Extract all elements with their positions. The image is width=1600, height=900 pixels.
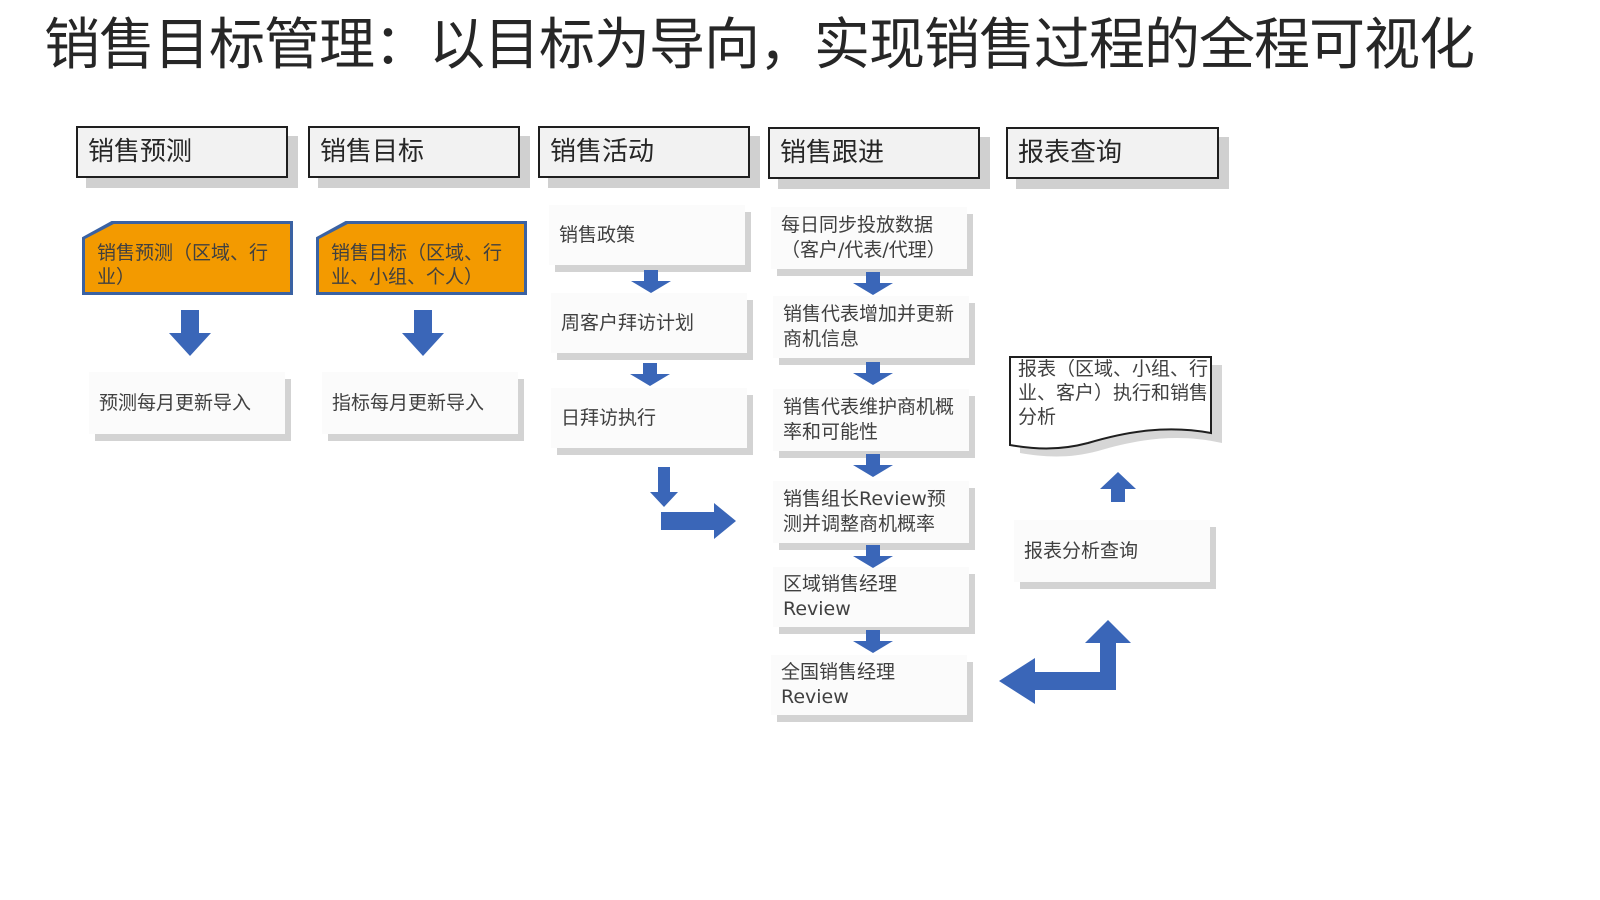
target-card-label: 销售目标（区域、行业、小组、个人） bbox=[331, 242, 503, 288]
header-sales-activity: 销售活动 bbox=[538, 126, 750, 178]
header-report-query: 报表查询 bbox=[1006, 127, 1219, 179]
report-document-label: 报表（区域、小组、行业、客户）执行和销售分析 bbox=[1018, 358, 1209, 428]
followup-step-region-review: 区域销售经理Review bbox=[773, 567, 969, 627]
down-arrow-icon bbox=[402, 310, 444, 356]
followup-step-label: 销售组长Review预测并调整商机概率 bbox=[783, 488, 946, 535]
target-import-box: 指标每月更新导入 bbox=[322, 372, 518, 434]
followup-step-team-review: 销售组长Review预测并调整商机概率 bbox=[773, 481, 969, 543]
target-card: 销售目标（区域、行业、小组、个人） bbox=[319, 224, 524, 292]
header-sales-target: 销售目标 bbox=[308, 126, 520, 178]
return-arrow-icon bbox=[999, 620, 1131, 704]
down-arrow-icon bbox=[853, 272, 893, 295]
followup-step-label: 区域销售经理Review bbox=[783, 573, 898, 620]
activity-step-weekly-plan: 周客户拜访计划 bbox=[551, 293, 747, 353]
down-arrow-icon bbox=[853, 362, 893, 385]
forecast-card: 销售预测（区域、行业） bbox=[85, 224, 290, 292]
followup-step-label: 销售代表增加并更新商机信息 bbox=[783, 303, 955, 350]
page-title: 销售目标管理：以目标为导向，实现销售过程的全程可视化 bbox=[44, 13, 1475, 78]
followup-step-label: 每日同步投放数据（客户/代表/代理） bbox=[781, 214, 946, 261]
document-shape-icon bbox=[1009, 356, 1222, 457]
down-arrow-icon bbox=[853, 454, 893, 477]
bent-arrow-icon bbox=[650, 467, 678, 507]
followup-step-national-review: 全国销售经理Review bbox=[771, 655, 967, 715]
up-arrow-icon bbox=[1100, 472, 1136, 502]
followup-step-add-opportunity: 销售代表增加并更新商机信息 bbox=[773, 296, 969, 358]
down-arrow-icon bbox=[853, 545, 893, 568]
activity-step-label: 日拜访执行 bbox=[561, 406, 657, 429]
down-arrow-icon bbox=[169, 310, 211, 356]
followup-step-label: 全国销售经理Review bbox=[781, 661, 896, 708]
report-query-label: 报表分析查询 bbox=[1024, 539, 1139, 562]
right-arrow-icon bbox=[661, 503, 736, 539]
activity-step-label: 销售政策 bbox=[559, 223, 636, 246]
down-arrow-icon bbox=[630, 363, 670, 386]
forecast-import-label: 预测每月更新导入 bbox=[99, 391, 252, 414]
forecast-card-label: 销售预测（区域、行业） bbox=[97, 242, 269, 288]
followup-step-sync: 每日同步投放数据（客户/代表/代理） bbox=[771, 207, 967, 269]
report-document: 报表（区域、小组、行业、客户）执行和销售分析 bbox=[1008, 355, 1223, 460]
activity-step-policy: 销售政策 bbox=[549, 205, 745, 265]
down-arrow-icon bbox=[853, 630, 893, 653]
followup-step-label: 销售代表维护商机概率和可能性 bbox=[783, 396, 955, 443]
followup-step-probability: 销售代表维护商机概率和可能性 bbox=[773, 389, 969, 451]
report-query-box: 报表分析查询 bbox=[1014, 520, 1210, 582]
forecast-import-box: 预测每月更新导入 bbox=[89, 372, 285, 434]
down-arrow-icon bbox=[631, 270, 671, 293]
header-sales-forecast: 销售预测 bbox=[76, 126, 288, 178]
target-import-label: 指标每月更新导入 bbox=[332, 391, 485, 414]
activity-step-label: 周客户拜访计划 bbox=[561, 311, 695, 334]
header-sales-followup: 销售跟进 bbox=[768, 127, 980, 179]
activity-step-daily-visit: 日拜访执行 bbox=[551, 388, 747, 448]
